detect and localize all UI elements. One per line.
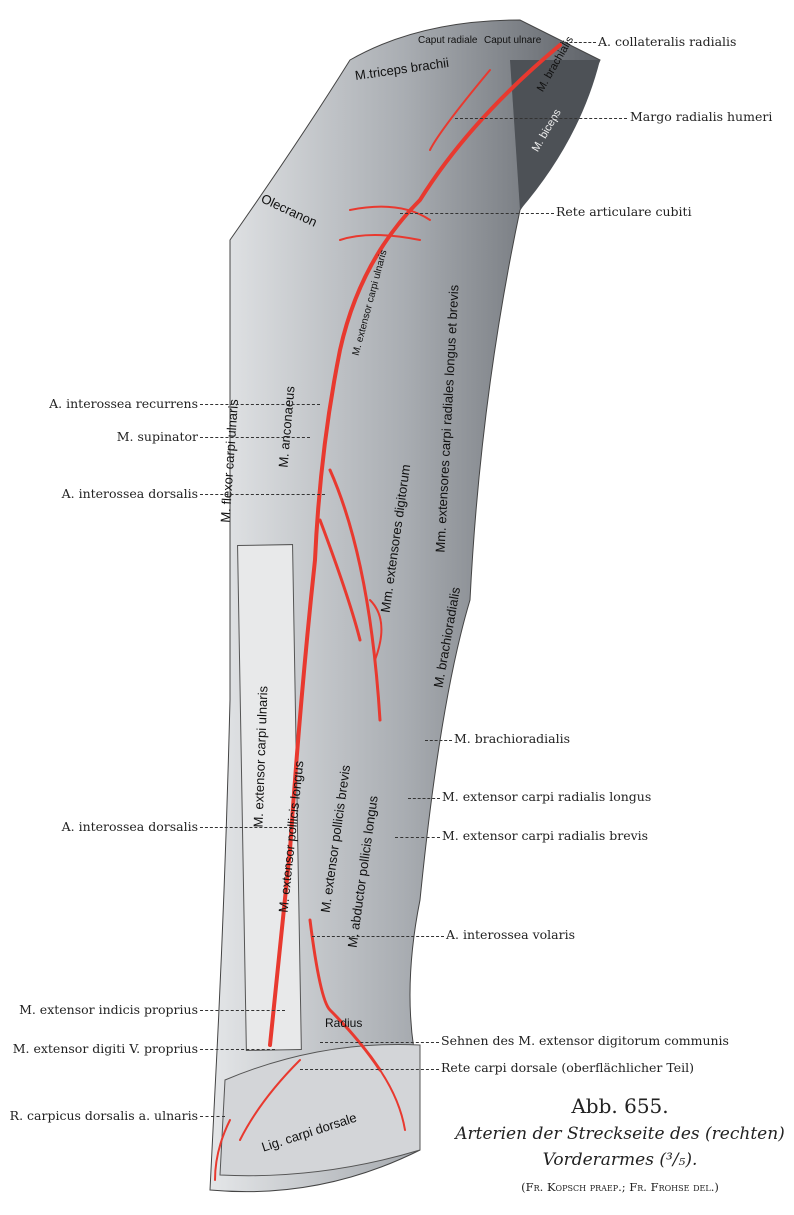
- fig-label-caput-radiale: Caput radiale: [418, 35, 478, 46]
- label-ext-indicis-proprius: M. extensor indicis proprius: [19, 1002, 198, 1017]
- ligamentum-carpi-dorsale: [219, 1043, 421, 1177]
- label-a-interossea-volaris: A. interossea volaris: [446, 927, 576, 942]
- label-ext-carpi-rad-longus: M. extensor carpi radialis longus: [442, 789, 652, 804]
- fig-label-radius: Radius: [325, 1016, 363, 1030]
- label-a-interossea-dorsalis-lower: A. interossea dorsalis: [61, 819, 198, 834]
- label-rete-articulare-cubiti: Rete articulare cubiti: [556, 204, 692, 219]
- figure-number: Abb. 655.: [571, 1094, 669, 1118]
- label-a-collateralis-radialis: A. collateralis radialis: [598, 34, 737, 49]
- fig-label-caput-ulnare: Caput ulnare: [484, 35, 542, 46]
- label-margo-radialis-humeri: Margo radialis humeri: [630, 109, 773, 124]
- caption-title-line1: Arterien der Streckseite des (rechten): [455, 1124, 785, 1144]
- label-m-supinator: M. supinator: [116, 429, 198, 444]
- label-ext-carpi-rad-brevis: M. extensor carpi radialis brevis: [442, 828, 649, 843]
- label-a-interossea-recurrens: A. interossea recurrens: [49, 396, 198, 411]
- label-ext-digiti-v-proprius: M. extensor digiti V. proprius: [12, 1041, 198, 1056]
- label-m-brachioradialis: M. brachioradialis: [454, 731, 571, 746]
- caption-credit: (Fr. Kopsch praep.; Fr. Frohse del.): [521, 1180, 719, 1194]
- label-rete-carpi-dorsale: Rete carpi dorsale (oberflächlicher Teil…: [441, 1060, 694, 1075]
- caption-title-line2: Vorderarmes (³/₅).: [542, 1150, 698, 1170]
- upper-muscle-dark: [510, 60, 600, 210]
- label-r-carpicus-dorsalis: R. carpicus dorsalis a. ulnaris: [9, 1108, 198, 1123]
- label-sehnen-ext-digitorum: Sehnen des M. extensor digitorum communi…: [441, 1033, 729, 1048]
- artery-network: [214, 43, 562, 1181]
- label-a-interossea-dorsalis-upper: A. interossea dorsalis: [61, 486, 198, 501]
- arm-silhouette: [209, 19, 601, 1193]
